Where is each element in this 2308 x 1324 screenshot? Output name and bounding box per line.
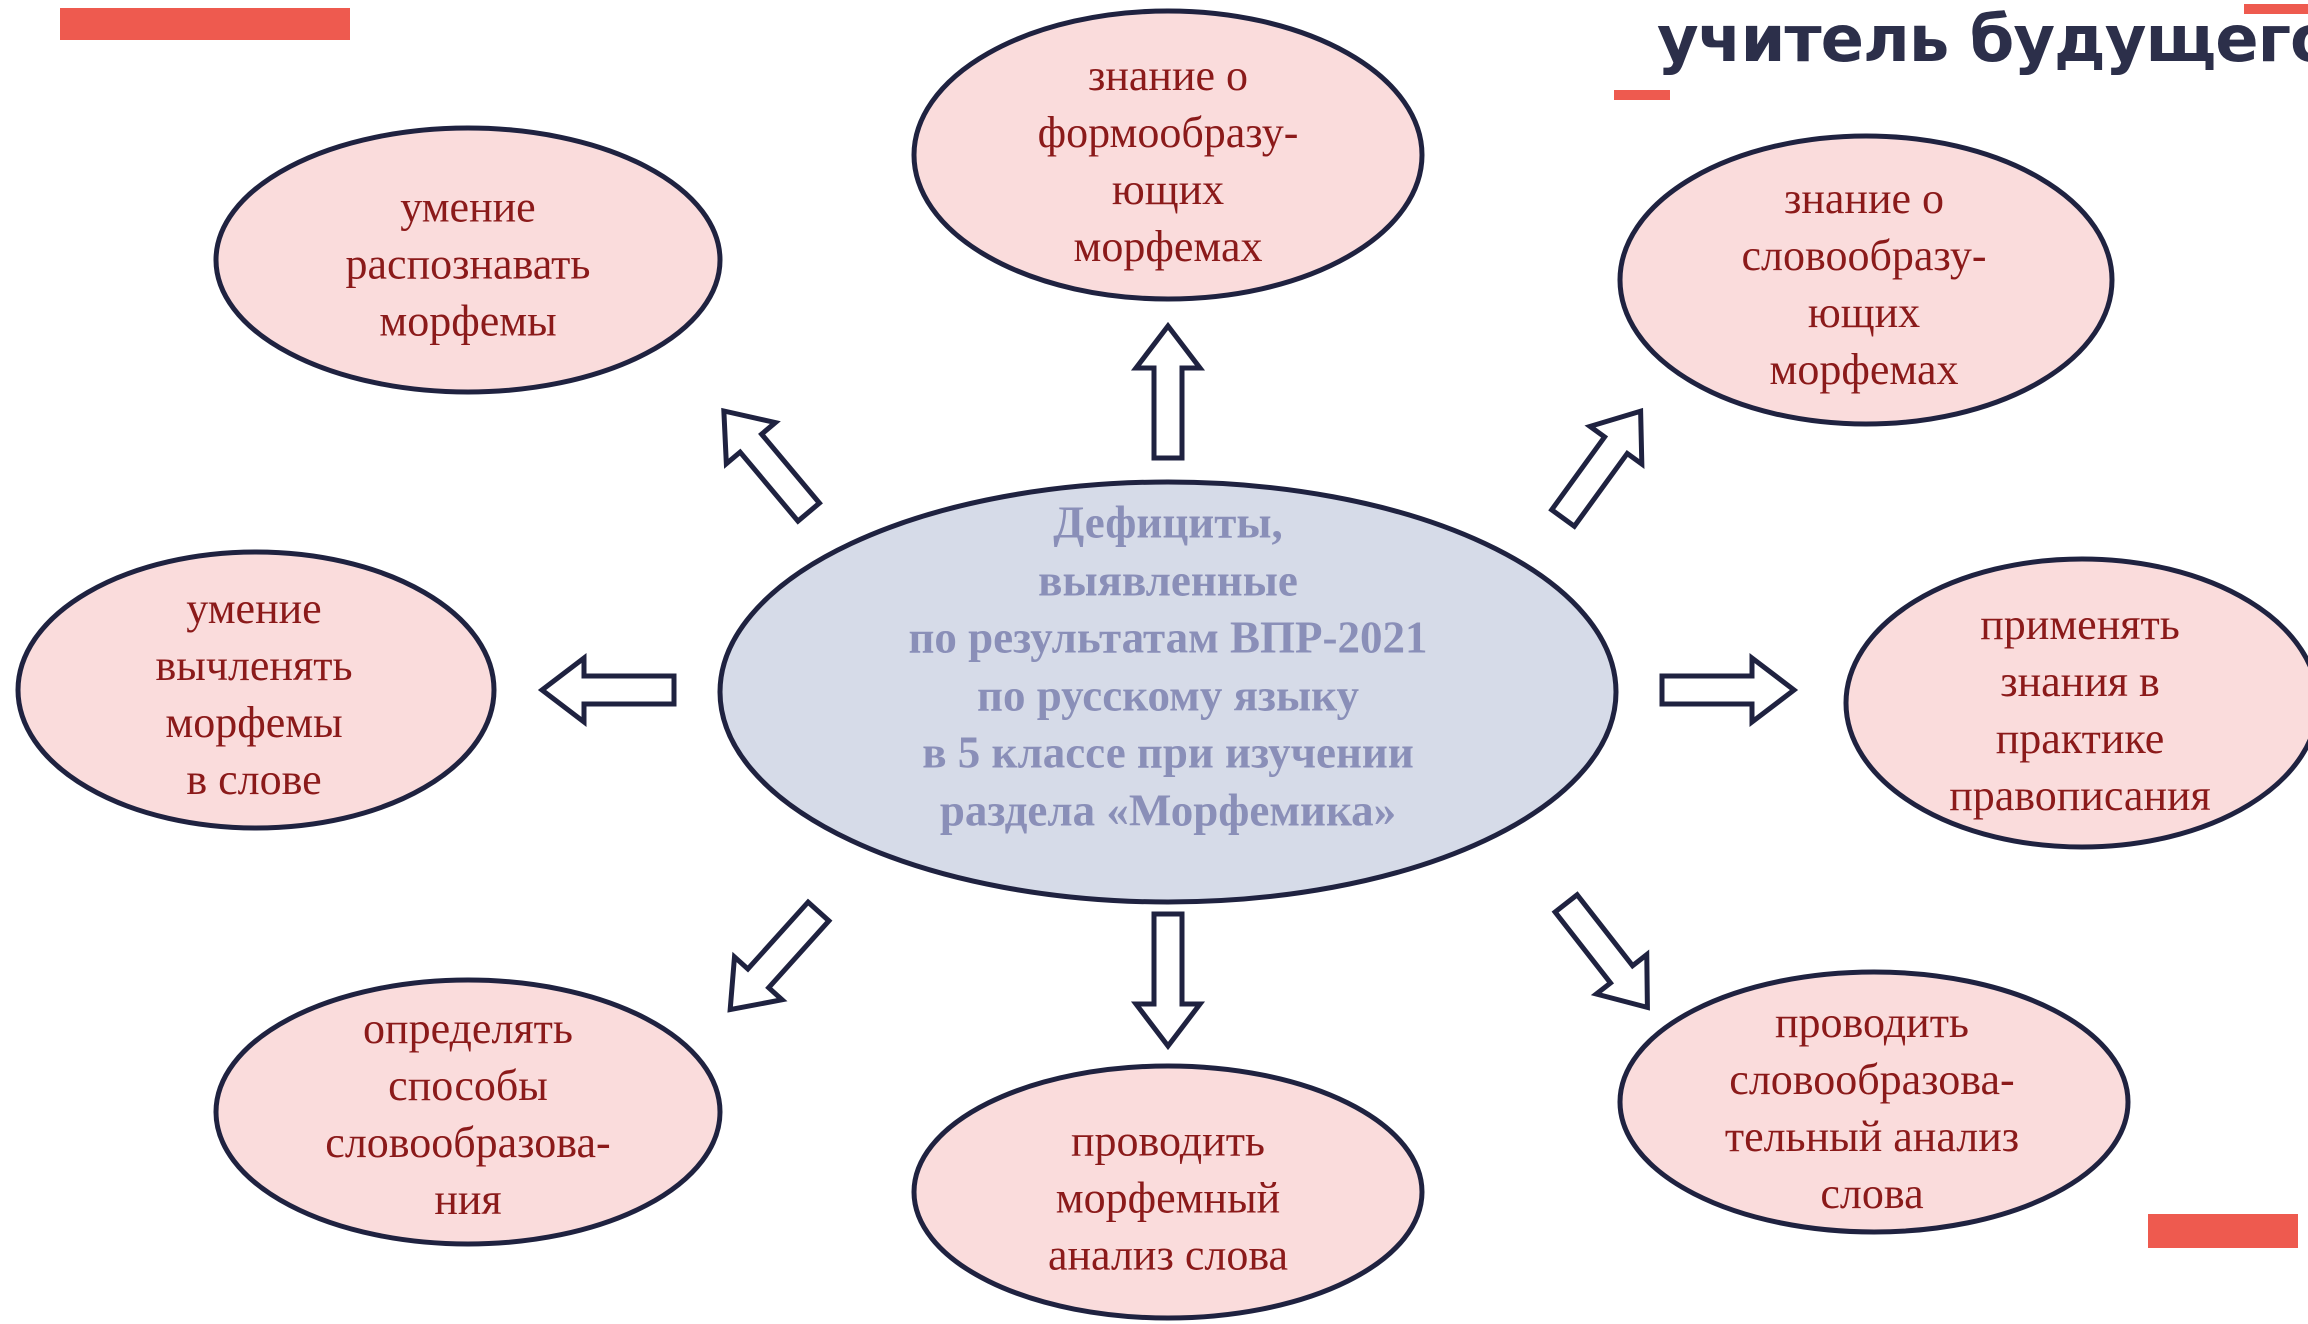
- node-top-left-ellipse: [213, 125, 723, 395]
- node-right-ellipse: [1843, 556, 2308, 850]
- arrow-up-left: [721, 407, 823, 525]
- node-left-text: умение вычленять морфемы в слове: [155, 584, 353, 804]
- node-top-text: знание о формообразу- ющих морфемах: [1037, 51, 1299, 271]
- node-top-ellipse: [911, 8, 1425, 302]
- node-bottom-left-text: определять способы словообразова- ния: [325, 1004, 611, 1224]
- node-bottom-right-text: проводить словообразова- тельный анализ …: [1724, 998, 2020, 1218]
- decor-bar-top-left: [60, 8, 350, 40]
- arrow-up: [1130, 321, 1206, 461]
- node-bottom-left-ellipse: [213, 977, 723, 1247]
- arrow-right: [1659, 652, 1799, 728]
- arrow-up-right: [1548, 407, 1645, 530]
- node-top-right-ellipse: [1617, 133, 2115, 427]
- decor-bar-logo-underline: [1614, 90, 1670, 100]
- arrow-down-right: [1551, 891, 1650, 1011]
- node-right-text: применять знания в практике правописания: [1949, 600, 2211, 820]
- node-left-ellipse: [15, 549, 497, 831]
- node-top-left-text: умение распознавать морфемы: [345, 182, 591, 346]
- brand-logo: учитель будущего: [1657, 3, 2308, 77]
- center-ellipse: [717, 479, 1619, 905]
- center-title: Дефициты, выявленные по результатам ВПР-…: [908, 497, 1428, 836]
- arrow-down: [1130, 911, 1206, 1051]
- node-bottom-text: проводить морфемный анализ слова: [1047, 1116, 1289, 1280]
- node-bottom-right-ellipse: [1617, 969, 2131, 1235]
- decor-bar-bottom-right: [2148, 1214, 2298, 1248]
- arrow-left: [537, 652, 677, 728]
- node-top-right-text: знание о словообразу- ющих морфемах: [1741, 174, 1987, 394]
- node-bottom-ellipse: [911, 1063, 1425, 1321]
- arrow-down-left: [727, 898, 833, 1013]
- decor-bar-logo-top: [2244, 4, 2308, 14]
